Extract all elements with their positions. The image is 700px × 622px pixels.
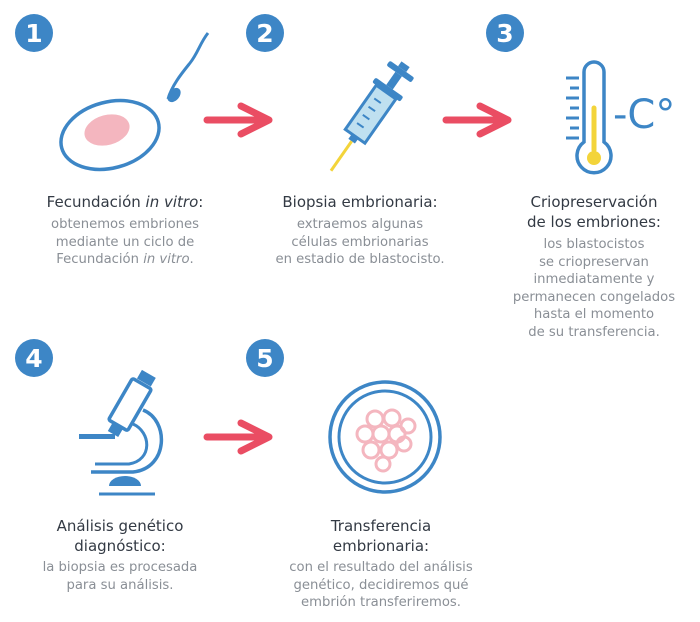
syringe-icon — [329, 61, 414, 172]
microscope-icon — [79, 369, 164, 496]
step-4-badge: 4 — [15, 339, 53, 377]
step-5-title: Transferencia embrionaria: — [330, 517, 432, 555]
arrow-right-icon — [203, 419, 273, 455]
step-3-badge: 3 — [486, 14, 524, 52]
step-2-title: Biopsia embrionaria: — [282, 193, 438, 211]
step-4-description: la biopsia es procesada para su análisis… — [42, 560, 198, 593]
step-2-description: extraemos algunas células embrionarias e… — [275, 217, 445, 267]
egg-sperm-icon — [59, 32, 210, 172]
embryo-dish-icon — [328, 380, 442, 494]
step-5-description: con el resultado del análisis genético, … — [289, 560, 473, 610]
step-1-description: obtenemos embriones mediante un ciclo de… — [51, 217, 199, 267]
arrow-right-icon — [203, 102, 273, 138]
step-2-badge: 2 — [246, 14, 284, 52]
step-4-title: Análisis genético diagnóstico: — [56, 517, 184, 555]
step-1-badge: 1 — [15, 14, 53, 52]
thermometer-icon: -C° — [566, 60, 675, 175]
step-5-badge: 5 — [246, 339, 284, 377]
step-1-title: Fecundación in vitro: — [46, 193, 204, 211]
step-3-description: los blastocistos se criopreservan inmedi… — [512, 237, 676, 340]
arrow-right-icon — [442, 102, 512, 138]
temperature-label: -C° — [613, 92, 675, 138]
step-3-title: Criopreservación de los embriones: — [527, 193, 661, 231]
